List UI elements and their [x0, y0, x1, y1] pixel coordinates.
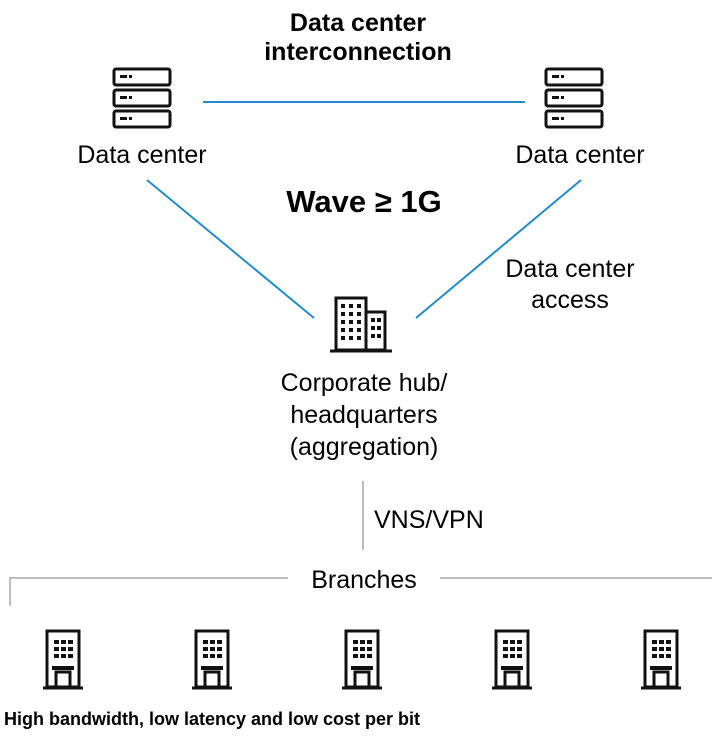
data-center-left-label: Data center: [77, 141, 207, 169]
office-towers-icon: [329, 293, 393, 357]
interconnection-title-line1: Data center: [289, 9, 427, 37]
footer-caption: High bandwidth, low latency and low cost…: [4, 709, 421, 729]
vns-vpn-label: VNS/VPN: [374, 506, 484, 534]
branch-building-icon: [43, 628, 83, 692]
branch-building-icon: [641, 628, 681, 692]
data-center-access-label: Data center access: [480, 254, 660, 316]
branch-building-icon: [492, 628, 532, 692]
branch-building-icon: [342, 628, 382, 692]
data-center-access-line2: access: [531, 286, 609, 314]
corporate-hub-line3: (aggregation): [289, 433, 439, 461]
corporate-hub-label: Corporate hub/ headquarters (aggregation…: [224, 367, 504, 463]
interconnection-title: Data center interconnection: [224, 9, 492, 67]
server-rack-icon: [542, 66, 606, 130]
interconnection-title-line2: interconnection: [264, 38, 452, 66]
right-access-line: [415, 179, 582, 319]
left-access-line: [146, 179, 315, 319]
corporate-hub-line1: Corporate hub/: [280, 369, 448, 397]
data-center-access-line1: Data center: [505, 255, 635, 283]
server-rack-icon: [110, 66, 174, 130]
branches-label: Branches: [311, 566, 417, 594]
data-center-right-label: Data center: [515, 141, 645, 169]
branches-bracket-left: [9, 577, 288, 606]
corporate-hub-line2: headquarters: [290, 401, 438, 429]
branch-building-icon: [192, 628, 232, 692]
wave-label: Wave ≥ 1G: [286, 184, 442, 219]
